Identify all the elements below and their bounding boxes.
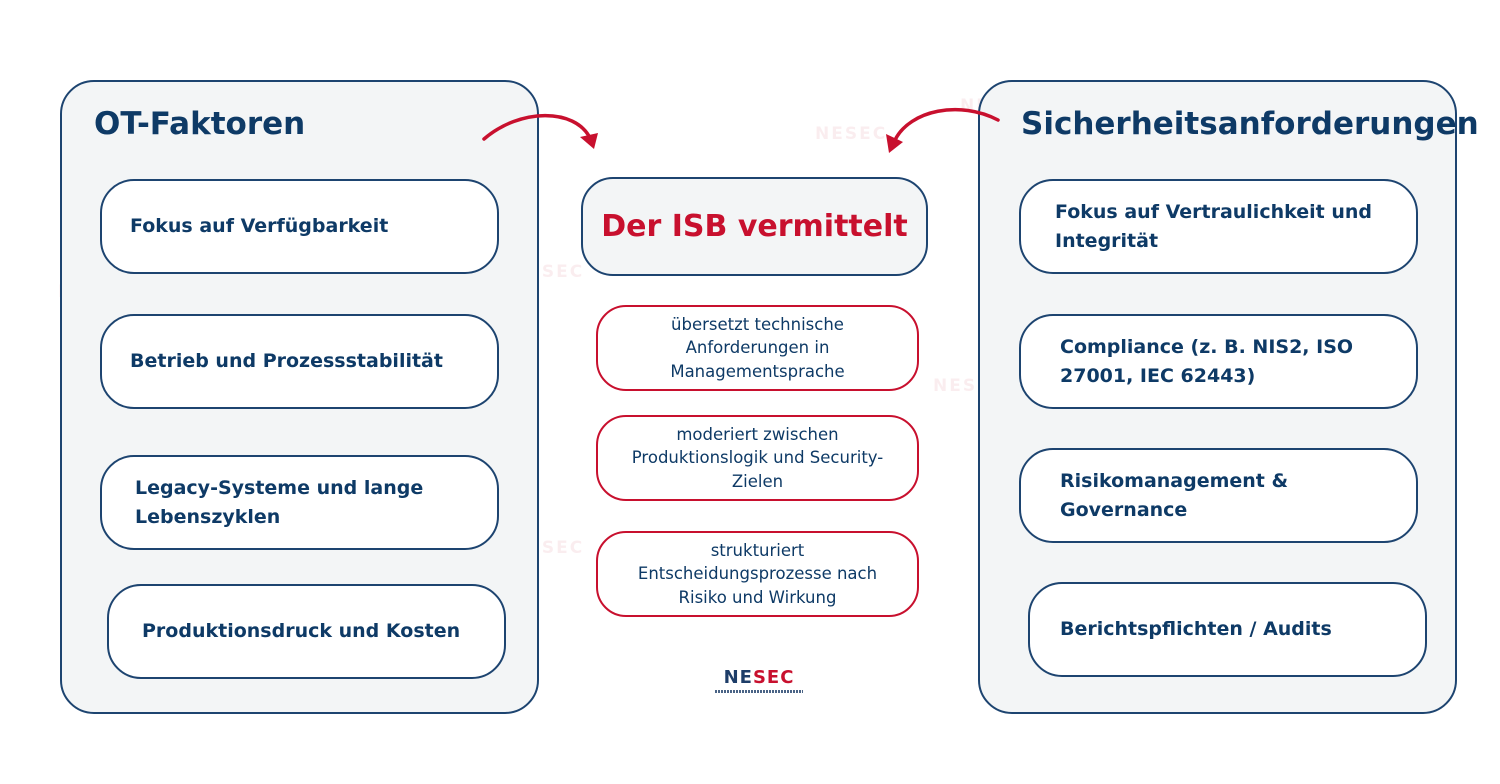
ot-factor-item: Legacy-Systeme und lange Lebenszyklen (100, 455, 499, 550)
security-requirement-item: Fokus auf Vertraulichkeit und Integrität (1019, 179, 1418, 274)
security-requirement-label: Risikomanagement & Governance (1060, 469, 1289, 521)
ot-factors-title: OT-Faktoren (94, 106, 306, 142)
security-requirement-item: Compliance (z. B. NIS2, ISO 27001, IEC 6… (1019, 314, 1418, 409)
ot-factor-label: Produktionsdruck und Kosten (142, 620, 461, 642)
security-requirement-item: Risikomanagement & Governance (1019, 448, 1418, 543)
isb-role-text: moderiert zwischen Produktionslogik und … (631, 424, 884, 491)
isb-role-box: übersetzt technische Anforderungen in Ma… (596, 305, 919, 391)
logo-tagline (715, 690, 803, 693)
ot-factor-label: Betrieb und Prozessstabilität (130, 350, 443, 372)
ot-factor-label: Fokus auf Verfügbarkeit (130, 215, 389, 237)
security-requirements-title: Sicherheitsanforderungen (1021, 106, 1479, 142)
isb-role-box: moderiert zwischen Produktionslogik und … (596, 415, 919, 501)
ot-factor-item: Betrieb und Prozessstabilität (100, 314, 499, 409)
security-requirement-label: Fokus auf Vertraulichkeit und Integrität (1055, 200, 1372, 252)
right-to-center-arrow (893, 107, 1000, 142)
logo-text-accent: SEC (752, 667, 795, 688)
logo-text: NESEC (712, 668, 806, 688)
security-requirement-item: Berichtspflichten / Audits (1028, 582, 1427, 677)
ot-factors-panel: OT-Faktoren Fokus auf Verfügbarkeit Betr… (60, 80, 539, 714)
left-to-center-arrow (482, 113, 592, 141)
security-requirement-label: Berichtspflichten / Audits (1060, 618, 1332, 640)
ot-factor-item: Produktionsdruck und Kosten (107, 584, 506, 679)
isb-role-box: strukturiert Entscheidungsprozesse nach … (596, 531, 919, 617)
isb-title: Der ISB vermittelt (581, 177, 928, 276)
left-arrowhead-icon (580, 133, 598, 149)
ot-factor-item: Fokus auf Verfügbarkeit (100, 179, 499, 274)
logo-text-primary: NE (723, 667, 753, 688)
isb-role-text: strukturiert Entscheidungsprozesse nach … (637, 540, 878, 607)
security-requirements-panel: Sicherheitsanforderungen Fokus auf Vertr… (978, 80, 1479, 714)
isb-role-text: übersetzt technische Anforderungen in Ma… (670, 314, 845, 381)
watermark-text: NESEC (815, 124, 888, 144)
security-requirement-label: Compliance (z. B. NIS2, ISO 27001, IEC 6… (1060, 335, 1354, 387)
nesec-logo: NESEC (712, 668, 806, 693)
ot-factor-label: Legacy-Systeme und lange Lebenszyklen (135, 476, 424, 528)
right-arrowhead-icon (886, 134, 903, 153)
